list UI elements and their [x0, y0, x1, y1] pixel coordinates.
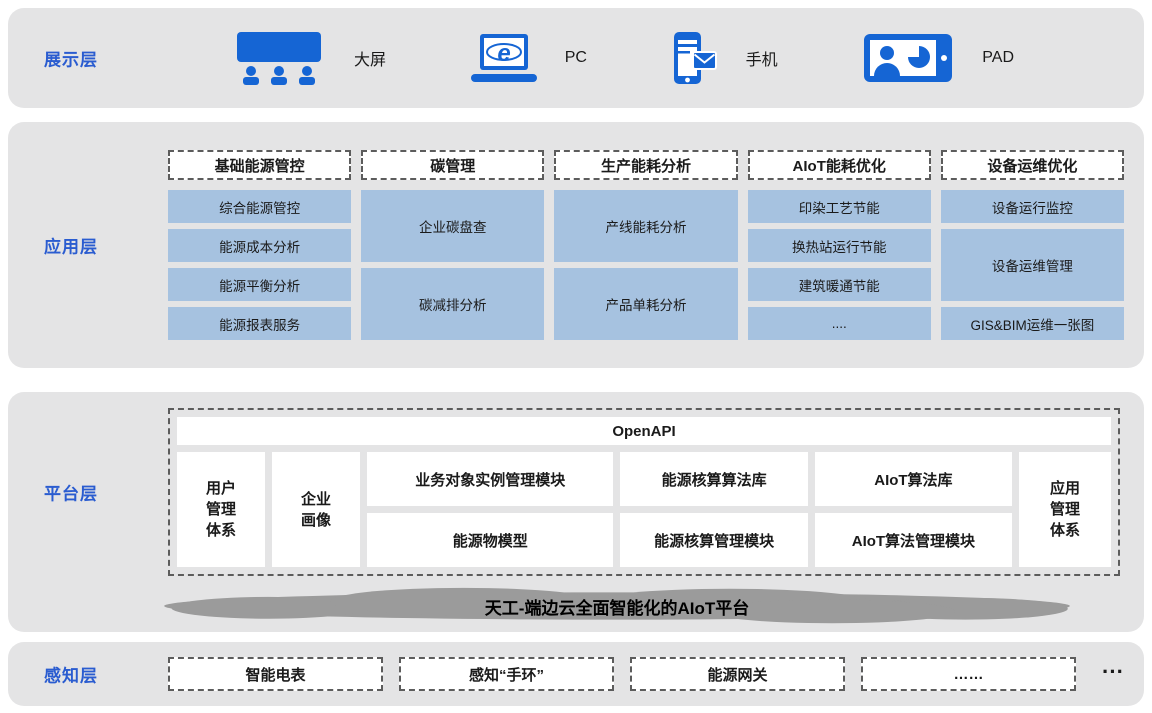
cloud-banner-text: 天工-端边云全面智能化的AIoT平台 [484, 598, 750, 618]
sense-box-wristband: 感知“手环” [399, 657, 614, 691]
app-column-cells: 企业碳盘查 碳减排分析 [361, 190, 545, 340]
device-label: PC [564, 49, 587, 66]
display-devices: 大屏 e PC [232, 8, 1014, 108]
app-column-header: 设备运维优化 [940, 150, 1125, 180]
app-column-header: AIoT能耗优化 [747, 150, 931, 180]
cloud-shape [164, 587, 1070, 624]
application-layer-panel: 应用层 基础能源管控 综合能源管控 能源成本分析 能源平衡分析 能源报表服务 碳… [8, 122, 1144, 368]
phone-mail-icon [672, 30, 718, 86]
sense-box-ellipsis: …… [861, 657, 1076, 691]
app-cell: 设备运行监控 [940, 190, 1125, 223]
device-phone: 手机 [672, 30, 778, 86]
platform-module: AIoT算法管理模块 [814, 513, 1012, 567]
app-column-devices: 设备运维优化 设备运行监控 设备运维管理 GIS&BIM运维一张图 [940, 150, 1125, 340]
app-cell: 能源成本分析 [168, 229, 352, 262]
app-cell: 产线能耗分析 [554, 190, 738, 262]
aiot-cloud-banner: 天工-端边云全面智能化的AIoT平台 [156, 586, 1078, 626]
perception-layer-panel: 感知层 智能电表 感知“手环” 能源网关 …… ··· [8, 642, 1144, 706]
app-column-aiot: AIoT能耗优化 印染工艺节能 换热站运行节能 建筑暖通节能 .... [747, 150, 931, 340]
app-cell: 企业碳盘查 [361, 190, 545, 262]
application-layer-label: 应用层 [44, 237, 98, 257]
device-bigscreen: 大屏 [232, 30, 386, 86]
device-pad: PAD [862, 32, 1014, 84]
app-column-cells: 综合能源管控 能源成本分析 能源平衡分析 能源报表服务 [168, 190, 352, 340]
app-management-system: 应用 管理 体系 [1019, 452, 1111, 567]
more-ellipsis: ··· [1102, 658, 1124, 684]
app-cell: GIS&BIM运维一张图 [940, 307, 1125, 340]
app-cell: 综合能源管控 [168, 190, 352, 223]
enterprise-profile: 企业 画像 [272, 452, 360, 567]
user-management-system: 用户 管理 体系 [177, 452, 265, 567]
perception-items: 智能电表 感知“手环” 能源网关 …… [168, 657, 1076, 691]
platform-container: OpenAPI 用户 管理 体系 企业 画像 业务对象实例管理模块 能源核算算法… [168, 408, 1120, 576]
platform-module: 能源核算管理模块 [620, 513, 808, 567]
device-pc: e PC [470, 33, 587, 83]
app-column-production: 生产能耗分析 产线能耗分析 产品单耗分析 [554, 150, 738, 340]
app-column-cells: 产线能耗分析 产品单耗分析 [554, 190, 738, 340]
audience-screen-icon [232, 30, 326, 86]
app-column-carbon: 碳管理 企业碳盘查 碳减排分析 [361, 150, 545, 340]
app-cell: 能源报表服务 [168, 307, 352, 340]
display-layer-panel: 展示层 大屏 e [8, 8, 1144, 108]
platform-main-row: 用户 管理 体系 企业 画像 业务对象实例管理模块 能源核算算法库 AIoT算法… [177, 452, 1111, 567]
app-column-cells: 设备运行监控 设备运维管理 GIS&BIM运维一张图 [940, 190, 1125, 340]
application-columns: 基础能源管控 综合能源管控 能源成本分析 能源平衡分析 能源报表服务 碳管理 企… [168, 150, 1125, 340]
app-cell: 能源平衡分析 [168, 268, 352, 301]
openapi-bar: OpenAPI [177, 417, 1111, 445]
platform-layer-panel: 平台层 OpenAPI 用户 管理 体系 企业 画像 业务对象实例管理模块 能源… [8, 392, 1144, 632]
app-column-header: 碳管理 [361, 150, 545, 180]
sense-box-energy-gateway: 能源网关 [630, 657, 845, 691]
device-label: 大屏 [354, 52, 387, 69]
perception-layer-label: 感知层 [44, 666, 98, 686]
app-column-energy-control: 基础能源管控 综合能源管控 能源成本分析 能源平衡分析 能源报表服务 [168, 150, 352, 340]
platform-module: 能源物模型 [367, 513, 614, 567]
device-label: PAD [982, 49, 1014, 66]
tablet-dashboard-icon [862, 32, 954, 84]
platform-modules-grid: 业务对象实例管理模块 能源核算算法库 AIoT算法库 能源物模型 能源核算管理模… [367, 452, 1012, 567]
app-column-cells: 印染工艺节能 换热站运行节能 建筑暖通节能 .... [747, 190, 931, 340]
platform-layer-label: 平台层 [44, 484, 98, 504]
platform-module: 能源核算算法库 [620, 452, 808, 506]
device-label: 手机 [745, 52, 778, 69]
platform-module: 业务对象实例管理模块 [367, 452, 614, 506]
app-column-header: 基础能源管控 [168, 150, 352, 180]
app-column-header: 生产能耗分析 [554, 150, 738, 180]
sense-box-smart-meter: 智能电表 [168, 657, 383, 691]
app-cell: 换热站运行节能 [747, 229, 931, 262]
app-cell: 产品单耗分析 [554, 268, 738, 340]
platform-module: AIoT算法库 [814, 452, 1012, 506]
display-layer-label: 展示层 [44, 50, 98, 70]
app-cell: 印染工艺节能 [747, 190, 931, 223]
app-cell: 建筑暖通节能 [747, 268, 931, 301]
app-cell: 碳减排分析 [361, 268, 545, 340]
app-cell: .... [747, 307, 931, 340]
app-cell: 设备运维管理 [940, 229, 1125, 301]
laptop-browser-icon: e [470, 33, 537, 83]
